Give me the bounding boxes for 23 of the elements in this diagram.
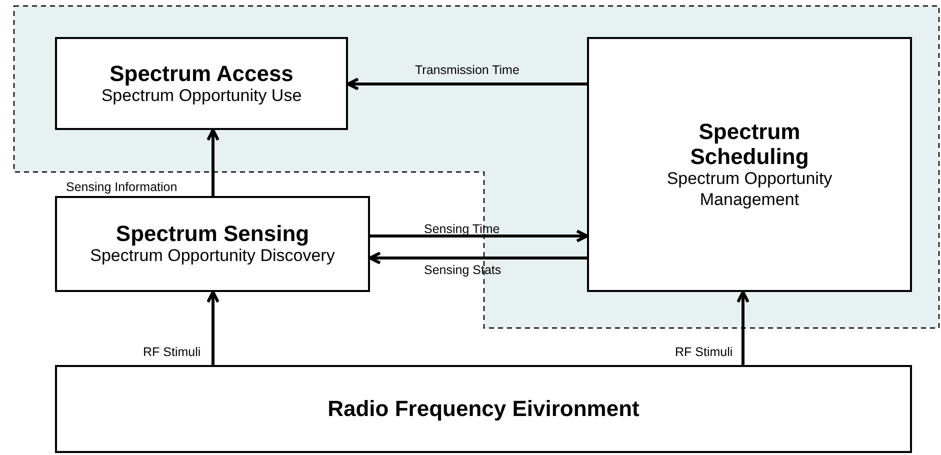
box-subtitle: Spectrum Opportunity Discovery [90,246,335,267]
box-subtitle: Spectrum Opportunity Use [101,86,302,106]
process-box [55,196,370,292]
arrow [206,290,220,365]
arrow [370,230,588,242]
box-title: Spectrum Scheduling [689,118,810,170]
edge-label: Sensing Stats [424,264,502,276]
edge-label: Sensing Time [424,223,500,236]
box-title: Spectrum Access [110,60,294,86]
arrow [346,78,587,90]
edge-label: Transmission Time [415,64,520,76]
edge-label: Sensing Information [66,181,178,194]
process-box [587,37,912,292]
arrow [736,290,750,365]
process-box [55,365,912,453]
process-box [55,37,348,130]
edge-label: RF Stimuli [675,346,733,358]
arrow [206,128,220,196]
box-title: Spectrum Sensing [116,221,310,246]
box-subtitle: Spectrum Opportunity Management [666,169,834,210]
edge-label: RF Stimuli [143,346,201,358]
arrow [368,252,587,264]
box-title: Radio Frequency Eivironment [328,396,640,422]
